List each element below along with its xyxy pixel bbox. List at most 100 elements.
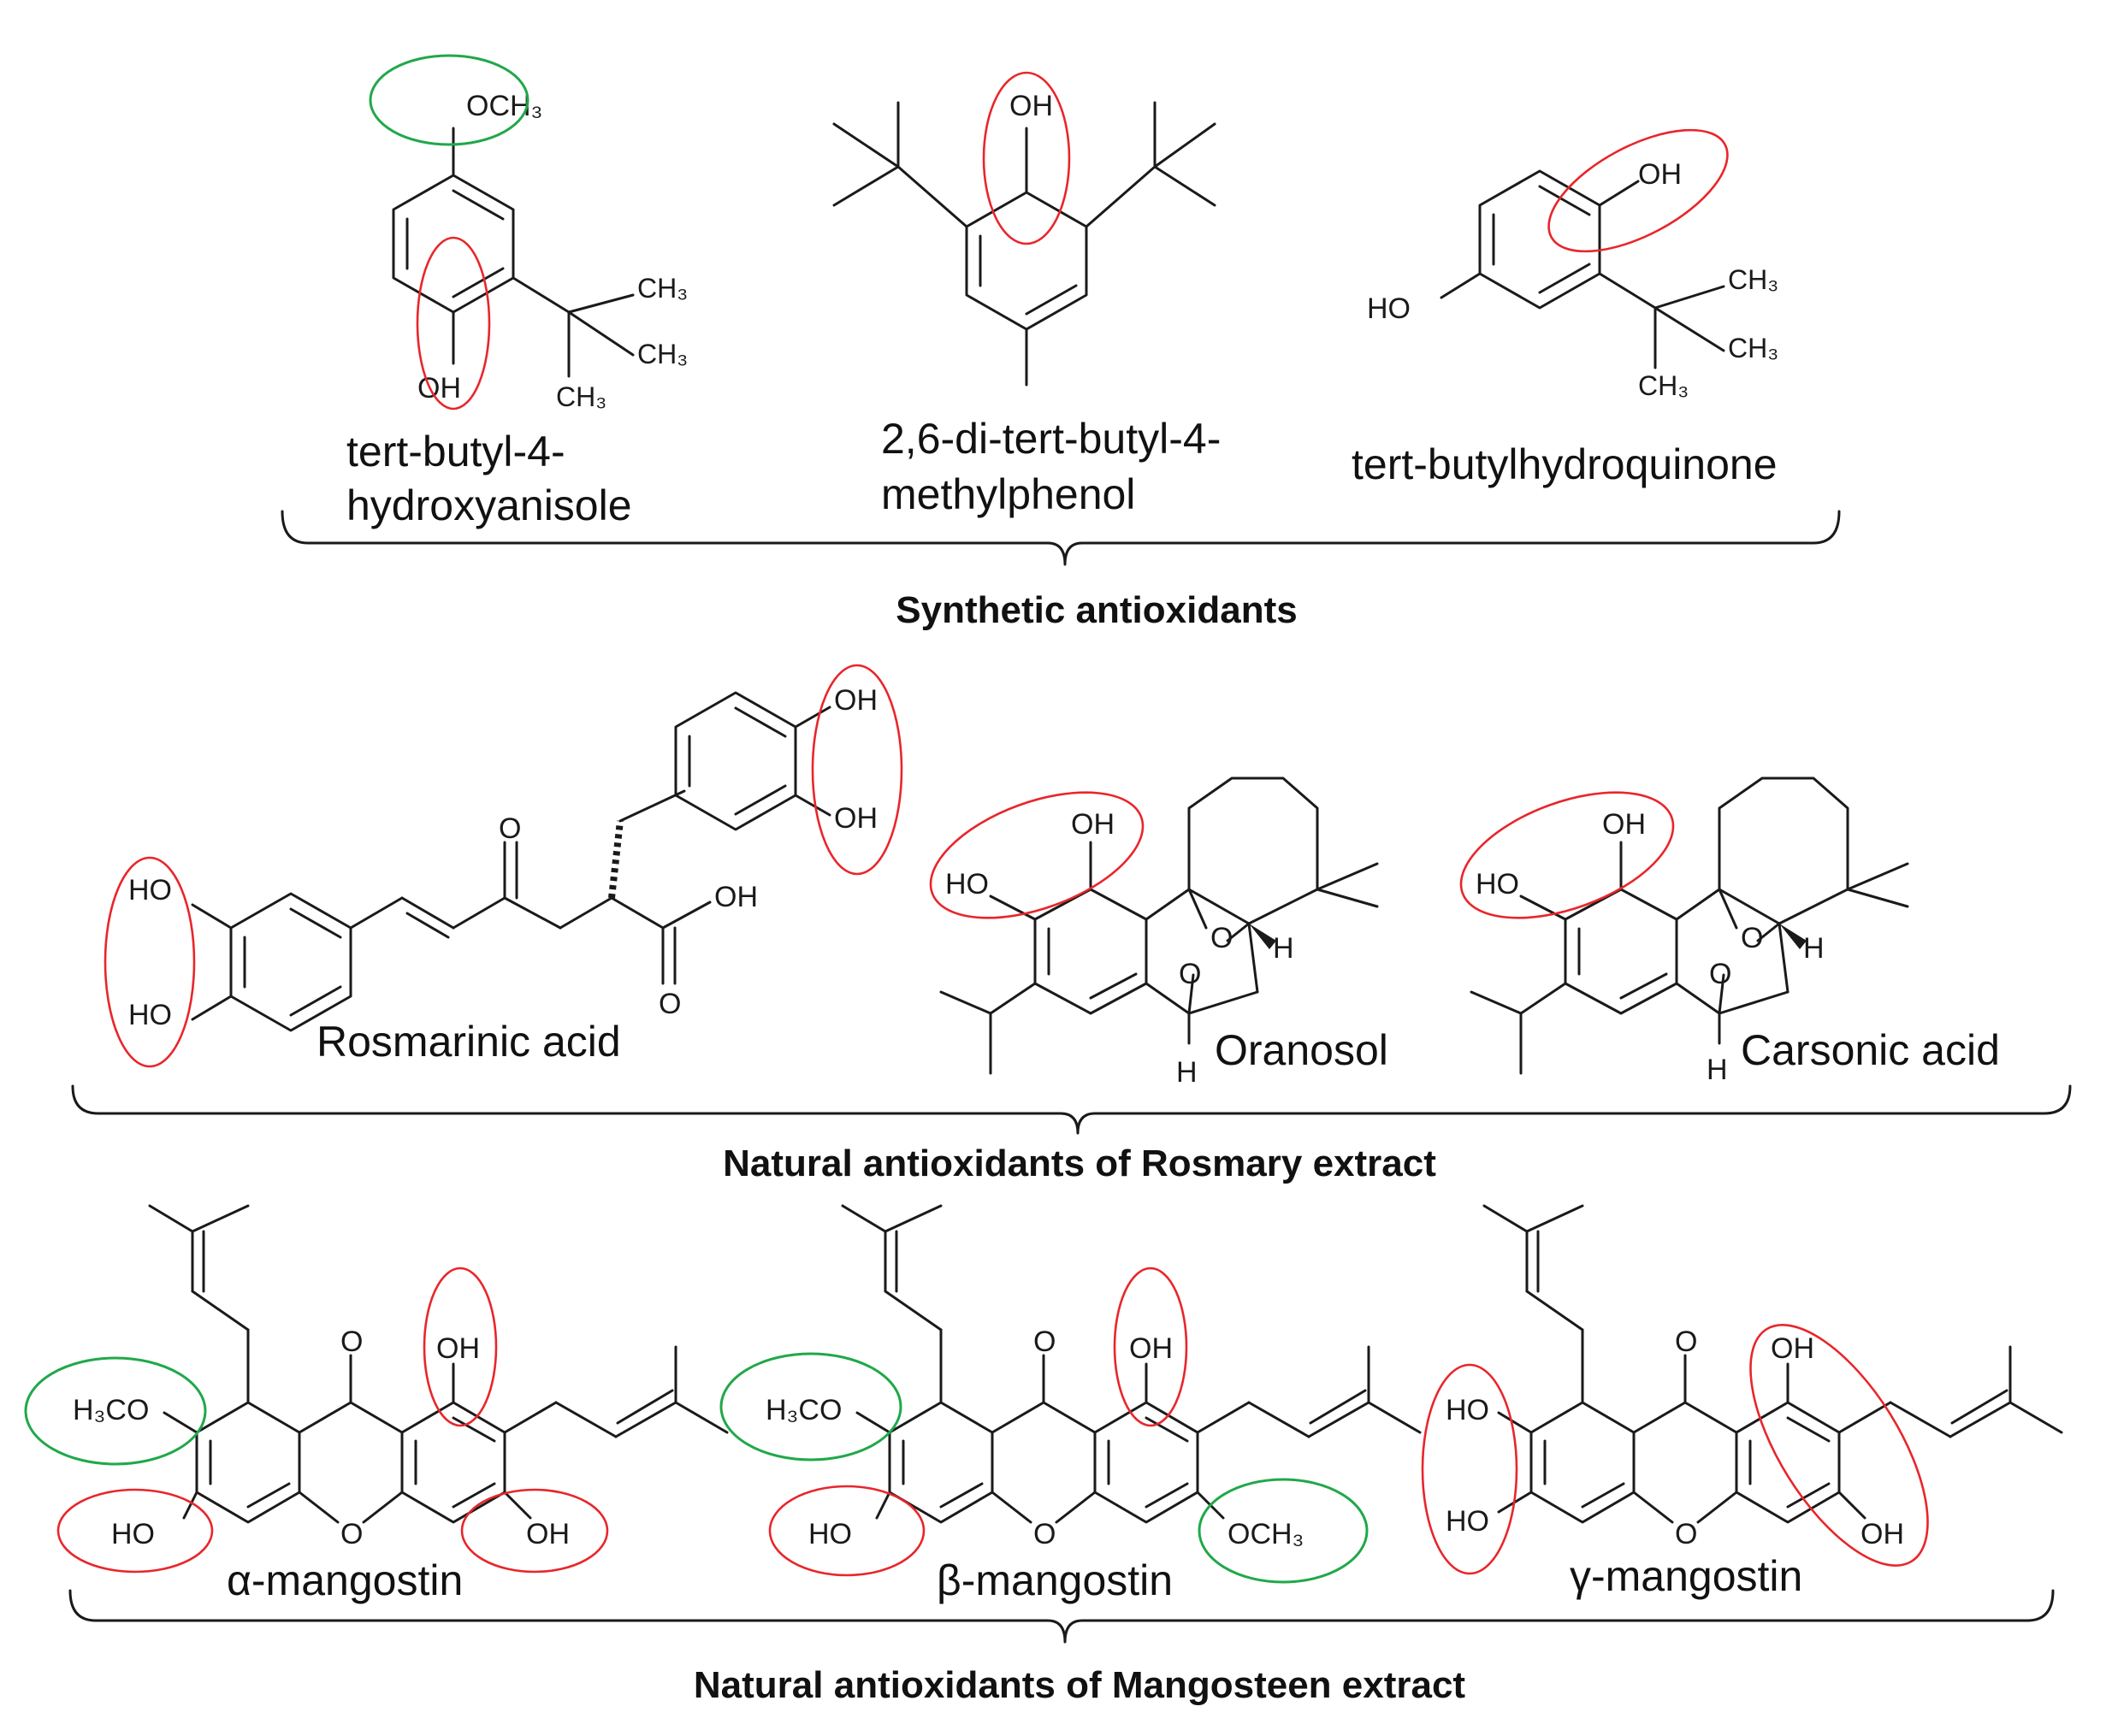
gamma-carbonyl-o-label: O: [1675, 1326, 1697, 1358]
carsonic-h-label-1: H: [1803, 932, 1825, 965]
beta-methoxy-highlight-2: [1198, 1478, 1369, 1584]
rosemary-brace: [71, 1084, 2072, 1135]
mangosteen-group-label: Natural antioxidants of Mangosteen extra…: [694, 1664, 1466, 1706]
beta-methoxy-highlight-1: [719, 1352, 902, 1461]
rosmarinic-catechol-highlight-left: [104, 856, 196, 1068]
rosemary-group-label: Natural antioxidants of Rosmary extract: [723, 1143, 1436, 1184]
alpha-oh-label-1: OH: [436, 1332, 480, 1365]
alpha-ho-label: HO: [111, 1518, 155, 1550]
rosmarinic-bonds: [191, 691, 831, 1032]
alpha-bonds: [148, 1204, 729, 1524]
gamma-mangostin-structure: O O OH OH HO HO γ-mangostin: [1421, 1204, 2063, 1600]
gamma-mangostin-name: γ-mangostin: [1570, 1552, 1802, 1600]
carsonic-ho-label: HO: [1476, 868, 1519, 900]
carsonic-structure: OH HO O O H H Carsonic acid: [1459, 776, 2000, 1086]
oranosol-name: Oranosol: [1215, 1026, 1388, 1074]
rosmarinic-acid-o-label: O: [659, 988, 681, 1020]
oranosol-oh-label: OH: [1071, 808, 1115, 841]
tbhq-hydroxyl-label-2: HO: [1367, 292, 1411, 325]
alpha-hydroxyl-highlight-1: [423, 1267, 498, 1427]
mangosteen-brace: [68, 1589, 2055, 1644]
bha-methoxy-label: OCH₃: [466, 90, 542, 122]
alpha-hydroxyl-highlight-2: [56, 1488, 214, 1574]
bha-hydroxyl-highlight: [416, 236, 491, 410]
oranosol-ho-label: HO: [945, 868, 989, 900]
bht-bonds: [832, 101, 1216, 387]
beta-oh-label: OH: [1129, 1332, 1173, 1365]
bht-name-line2: methylphenol: [881, 470, 1135, 518]
tbhq-methyl-label-1: CH₃: [1728, 264, 1778, 295]
alpha-mangostin-name: α-mangostin: [227, 1556, 463, 1604]
oranosol-bridge-o-label-1: O: [1210, 922, 1233, 954]
beta-mangostin-name: β-mangostin: [937, 1556, 1173, 1604]
bht-hydroxyl-highlight: [982, 71, 1071, 245]
tbhq-hydroxyl-label: OH: [1638, 158, 1682, 191]
beta-ring-o-label: O: [1033, 1518, 1056, 1550]
bha-methyl-label-3: CH₃: [556, 381, 606, 412]
carsonic-wedge: [1779, 924, 1807, 949]
gamma-hydroxyl-highlight-right: [1749, 1324, 1929, 1567]
bht-structure: OH 2,6-di-tert-butyl-4- methylphenol: [832, 71, 1221, 518]
beta-hydroxyl-highlight-1: [1113, 1267, 1188, 1427]
carsonic-bridge-o-label-1: O: [1741, 922, 1763, 954]
bht-hydroxyl-label: OH: [1009, 90, 1053, 122]
oranosol-structure: OH HO O O H H Oranosol: [929, 776, 1388, 1089]
bha-structure: OCH₃ OH CH₃ CH₃ CH₃ tert-butyl-4- hydrox…: [346, 54, 688, 529]
bht-name-line1: 2,6-di-tert-butyl-4-: [881, 415, 1221, 463]
oranosol-hydroxyl-highlight: [929, 791, 1145, 919]
carsonic-hydroxyl-highlight: [1459, 791, 1675, 919]
tbhq-name: tert-butylhydroquinone: [1352, 440, 1778, 488]
rosmarinic-oh-label-2: OH: [834, 802, 878, 835]
oranosol-wedge: [1249, 924, 1276, 949]
oranosol-h-label-1: H: [1273, 932, 1294, 965]
alpha-methoxy-label: H₃CO: [73, 1394, 149, 1426]
carsonic-bonds: [1470, 776, 1909, 1075]
tbhq-methyl-label-2: CH₃: [1728, 333, 1778, 363]
rosmarinic-structure: HO HO O OH O OH OH Rosmarinic acid: [104, 664, 903, 1068]
tbhq-structure: OH HO CH₃ CH₃ CH₃ tert-butylhydroquinone: [1352, 128, 1778, 488]
beta-methoxy-label-2: OCH₃: [1228, 1518, 1304, 1550]
rosmarinic-ho-label-2: HO: [128, 999, 172, 1031]
tbhq-bonds: [1440, 169, 1725, 369]
carsonic-bridge-o-label-2: O: [1709, 958, 1731, 990]
bha-hydroxyl-label: OH: [417, 372, 461, 404]
beta-carbonyl-o-label: O: [1033, 1326, 1056, 1358]
gamma-ring-o-label: O: [1675, 1518, 1697, 1550]
synthetic-brace: [281, 510, 1841, 566]
alpha-ring-o-label: O: [340, 1518, 363, 1550]
gamma-ho-label-1: HO: [1446, 1394, 1489, 1426]
bha-name-line2: hydroxyanisole: [346, 481, 632, 529]
alpha-hydroxyl-highlight-3: [460, 1488, 609, 1574]
rosmarinic-ho-label-1: HO: [128, 874, 172, 906]
beta-mangostin-structure: O O OH HO H₃CO OCH₃ β-mangostin: [719, 1204, 1422, 1604]
bha-methyl-label-1: CH₃: [637, 273, 688, 304]
oranosol-bridge-o-label-2: O: [1179, 958, 1201, 990]
beta-ho-label: HO: [808, 1518, 852, 1550]
gamma-oh-label-2: OH: [1860, 1518, 1904, 1550]
rosmarinic-acid-oh-label: OH: [714, 881, 758, 913]
carsonic-oh-label: OH: [1602, 808, 1646, 841]
tbhq-methyl-label-3: CH₃: [1638, 370, 1689, 401]
carsonic-h-label-2: H: [1707, 1054, 1728, 1086]
rosmarinic-catechol-highlight-right: [811, 664, 903, 876]
oranosol-h-label-2: H: [1176, 1056, 1198, 1089]
gamma-ho-label-2: HO: [1446, 1505, 1489, 1538]
bha-bonds: [392, 127, 635, 378]
tbhq-hydroxyl-highlight: [1547, 128, 1729, 253]
bha-methyl-label-2: CH₃: [637, 339, 688, 369]
rosmarinic-name: Rosmarinic acid: [316, 1018, 621, 1066]
bha-name-line1: tert-butyl-4-: [346, 428, 565, 475]
oranosol-bonds: [939, 776, 1379, 1075]
alpha-mangostin-structure: O O OH OH HO H₃CO α-mangostin: [24, 1204, 729, 1604]
alpha-methoxy-highlight: [24, 1356, 207, 1466]
rosmarinic-ketone-label: O: [499, 812, 521, 845]
beta-methoxy-label-1: H₃CO: [766, 1394, 842, 1426]
gamma-catechol-highlight-left: [1421, 1363, 1518, 1575]
alpha-carbonyl-o-label: O: [340, 1326, 363, 1358]
gamma-oh-label-1: OH: [1771, 1332, 1814, 1365]
carsonic-name: Carsonic acid: [1741, 1026, 2000, 1074]
synthetic-group-label: Synthetic antioxidants: [896, 589, 1297, 631]
beta-hydroxyl-highlight-2: [768, 1485, 926, 1577]
alpha-oh-label-2: OH: [526, 1518, 570, 1550]
